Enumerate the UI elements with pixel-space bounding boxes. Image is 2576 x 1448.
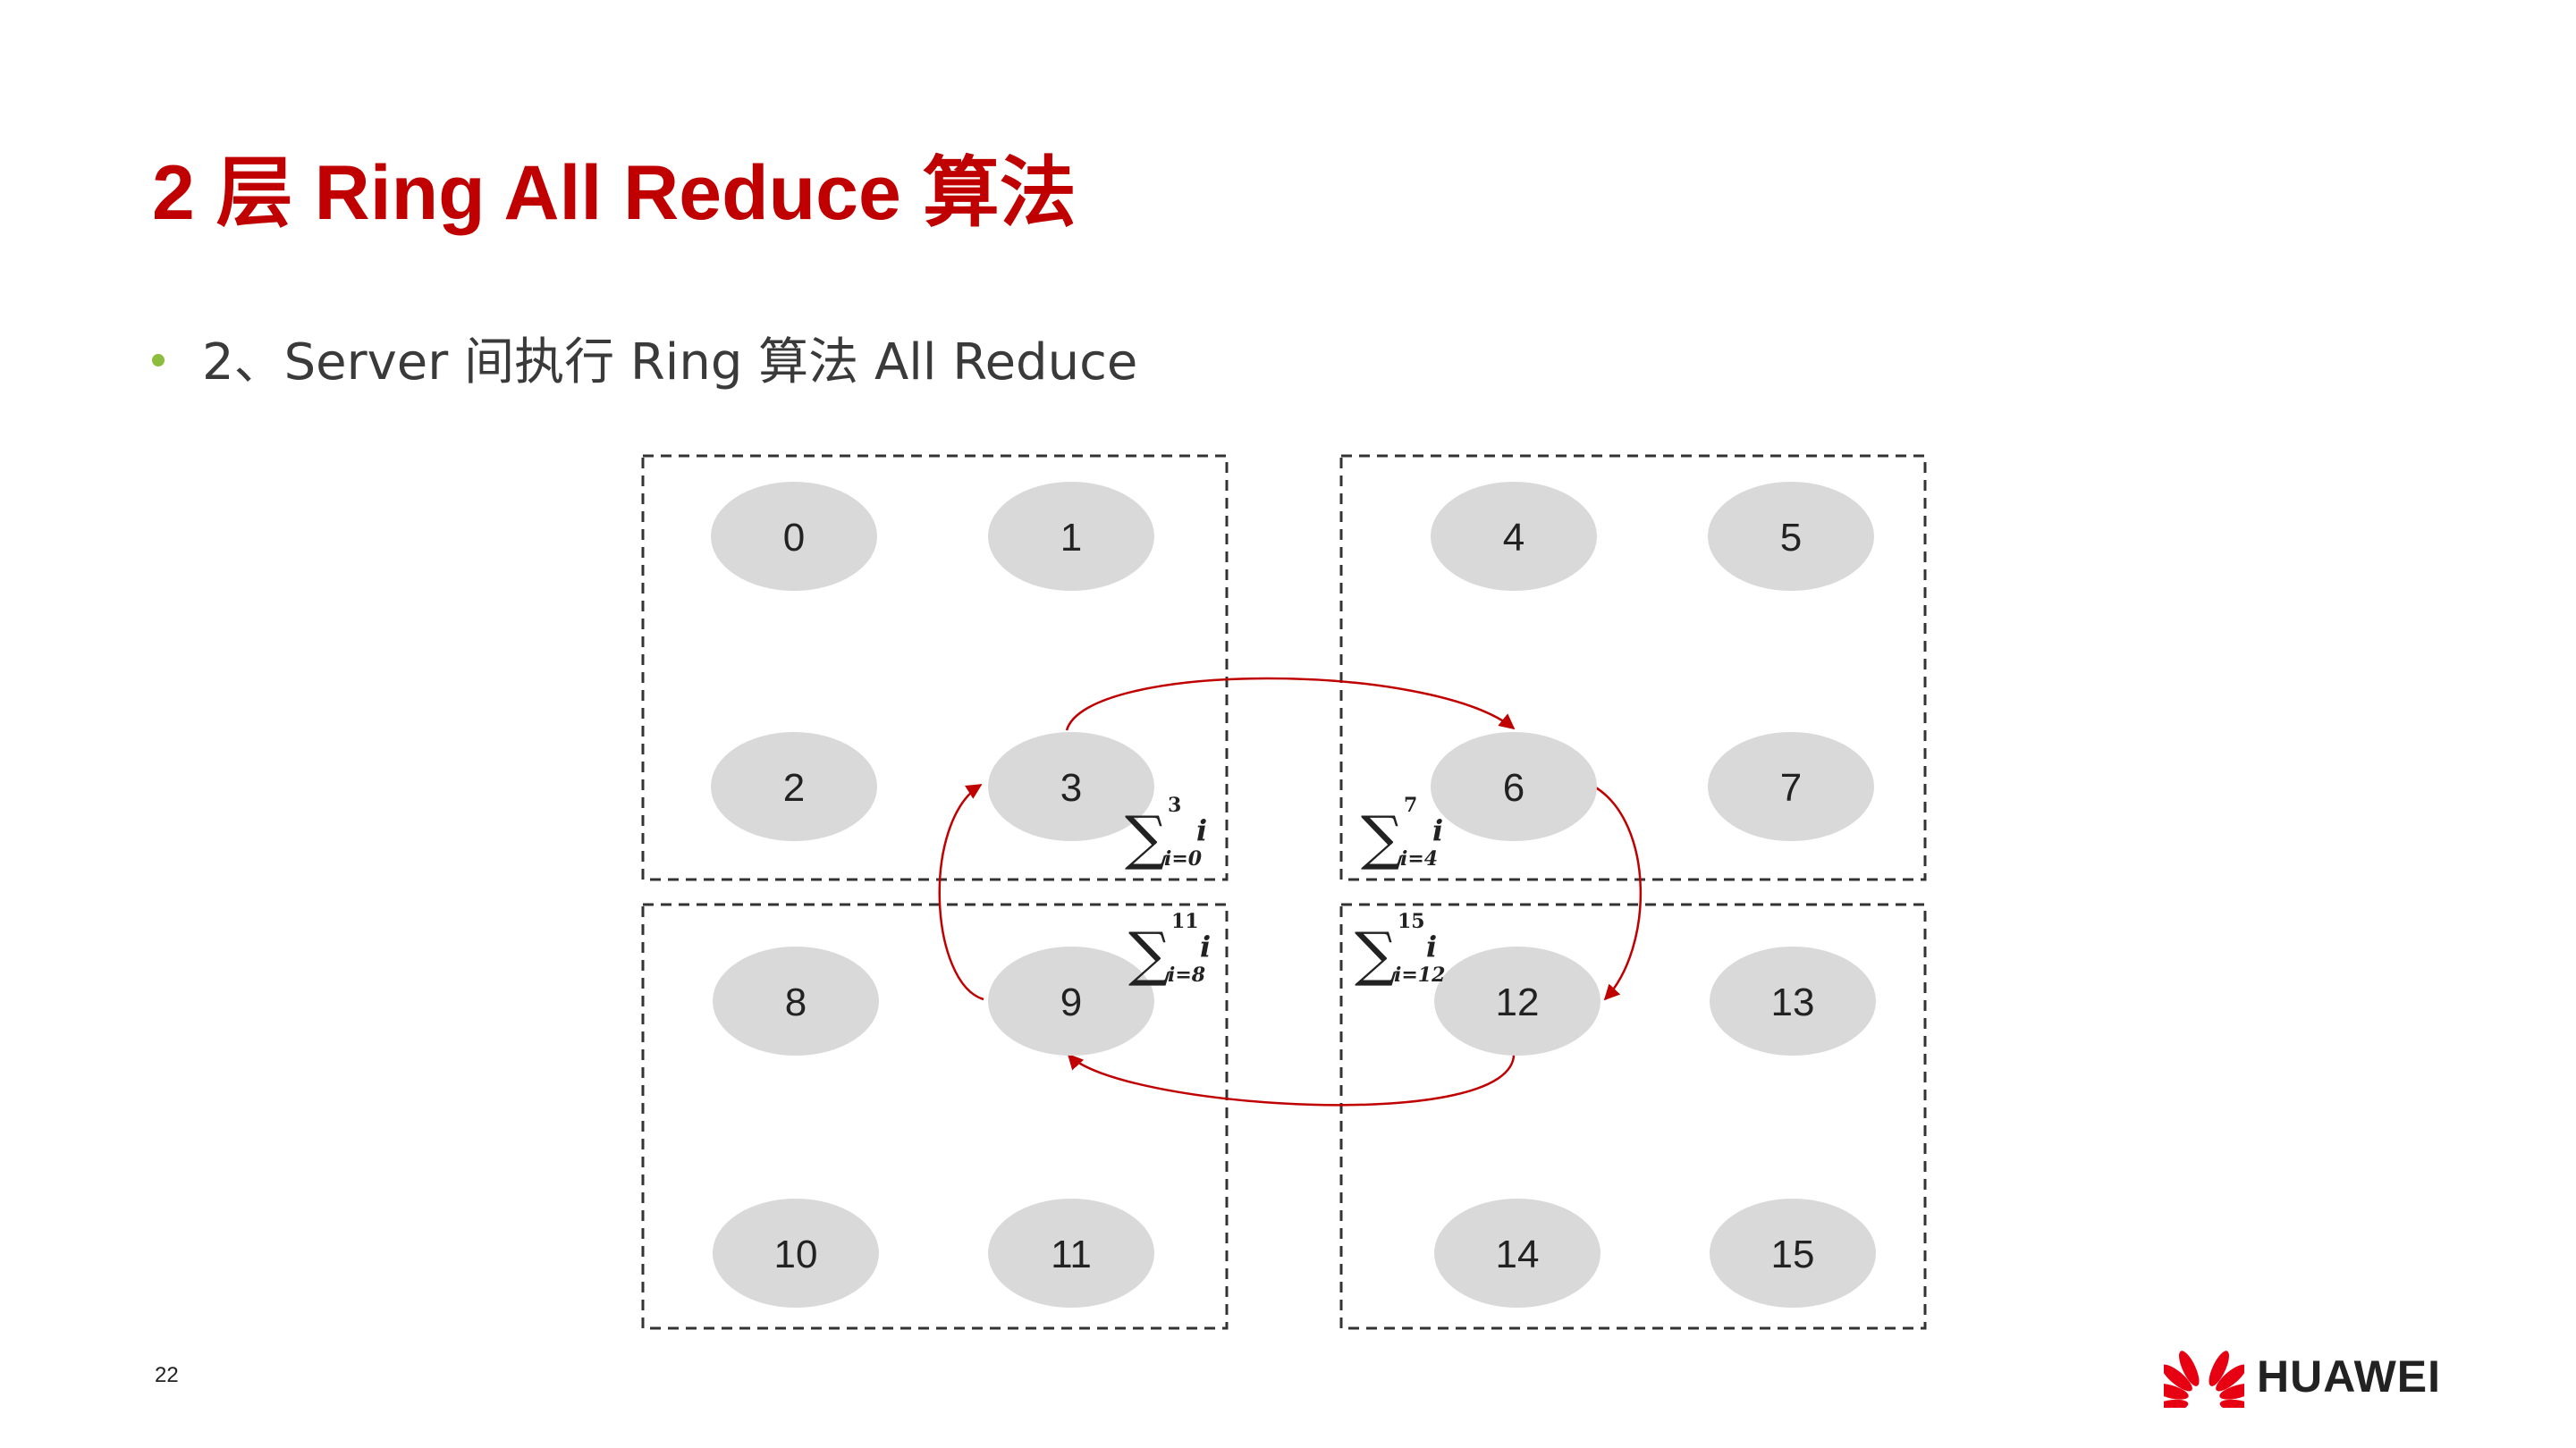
gpu-node-label: 10 — [774, 1233, 818, 1276]
sum-annotation: ∑15 i=12i — [1355, 910, 1445, 989]
gpu-node-ellipse — [713, 1199, 879, 1308]
gpu-node-ellipse — [713, 947, 879, 1056]
sum-variable: i — [1200, 930, 1211, 964]
logo-petal — [2219, 1383, 2244, 1400]
gpu-node-ellipse — [988, 1199, 1154, 1308]
sum-upper-bound: 15 — [1398, 910, 1425, 933]
gpu-node: 1 — [988, 482, 1154, 591]
sigma-symbol: ∑ — [1355, 920, 1397, 989]
sigma-symbol: ∑ — [1361, 804, 1403, 872]
gpu-node-ellipse — [988, 482, 1154, 591]
gpu-node-label: 13 — [1771, 981, 1815, 1024]
gpu-node-ellipse — [1434, 947, 1600, 1056]
gpu-node: 15 — [1710, 1199, 1876, 1308]
ring-arrow-12-to-9 — [1067, 1051, 1516, 1107]
slide-title: 2 层 Ring All Reduce 算法 — [152, 150, 1077, 236]
sum-upper-bound: 11 — [1171, 910, 1199, 933]
sum-lower-bound: i=12 — [1394, 964, 1445, 987]
gpu-node: 8 — [713, 947, 879, 1056]
huawei-petal-logo-icon — [2164, 1351, 2244, 1408]
page-number: 22 — [155, 1363, 179, 1387]
ring-arrow-3-to-6 — [1065, 677, 1516, 731]
gpu-node-label: 4 — [1503, 516, 1524, 560]
sum-lower-bound: i=4 — [1400, 847, 1438, 871]
sigma-symbol: ∑ — [1128, 920, 1170, 989]
bullet-text: 2、Server 间执行 Ring 算法 All Reduce — [202, 333, 1138, 391]
server-box-0 — [641, 454, 1229, 881]
gpu-node-ellipse — [1431, 732, 1597, 841]
logo-petal — [2219, 1399, 2244, 1408]
gpu-node-ellipse — [711, 732, 877, 841]
logo-petal — [2164, 1364, 2192, 1392]
gpu-node: 9 — [988, 947, 1154, 1056]
gpu-node: 10 — [713, 1199, 879, 1308]
brand: HUAWEI — [2164, 1341, 2441, 1412]
gpu-node: 13 — [1710, 947, 1876, 1056]
gpu-node-ellipse — [988, 732, 1154, 841]
sum-variable: i — [1432, 813, 1443, 847]
gpu-node-label: 6 — [1503, 766, 1524, 810]
gpu-node-ellipse — [1434, 1199, 1600, 1308]
gpu-node-label: 15 — [1771, 1233, 1815, 1276]
gpu-node: 3 — [988, 732, 1154, 841]
logo-petal — [2216, 1364, 2244, 1392]
sum-annotation: ∑11 i=8i — [1128, 910, 1211, 989]
gpu-node: 12 — [1434, 947, 1600, 1056]
gpu-node-label: 11 — [1051, 1233, 1092, 1276]
gpu-node: 4 — [1431, 482, 1597, 591]
sum-annotation: ∑7 i=4i — [1361, 794, 1443, 872]
sum-lower-bound: i=8 — [1168, 964, 1205, 987]
sum-lower-bound: i=0 — [1164, 847, 1203, 871]
server-box-3 — [1339, 903, 1927, 1330]
gpu-node-label: 8 — [785, 981, 807, 1024]
gpu-node-ellipse — [1710, 1199, 1876, 1308]
gpu-node-label: 2 — [783, 766, 805, 810]
gpu-node-label: 12 — [1496, 981, 1540, 1024]
sum-upper-bound: 3 — [1168, 794, 1181, 817]
gpu-node: 2 — [711, 732, 877, 841]
logo-petal — [2164, 1383, 2189, 1400]
gpu-node-label: 7 — [1780, 766, 1802, 810]
gpu-node-label: 5 — [1780, 516, 1802, 560]
gpu-node-ellipse — [1708, 732, 1874, 841]
brand-name: HUAWEI — [2257, 1351, 2441, 1402]
gpu-node-label: 9 — [1060, 981, 1082, 1024]
logo-petal — [2164, 1399, 2189, 1408]
gpu-node: 11 — [988, 1199, 1154, 1308]
server-box-1 — [1339, 454, 1927, 881]
ring-arrow-9-to-3 — [938, 783, 984, 1001]
ring-arrow-6-to-12 — [1593, 785, 1642, 1001]
gpu-node: 0 — [711, 482, 877, 591]
logo-petal — [2179, 1351, 2200, 1386]
gpu-node-label: 0 — [783, 516, 805, 560]
sigma-symbol: ∑ — [1125, 804, 1167, 872]
gpu-node-ellipse — [1710, 947, 1876, 1056]
bullet-dot-icon — [152, 353, 165, 366]
gpu-node-label: 3 — [1060, 766, 1082, 810]
sum-variable: i — [1196, 813, 1207, 847]
gpu-node: 14 — [1434, 1199, 1600, 1308]
gpu-node: 7 — [1708, 732, 1874, 841]
bullet-item: 2、Server 间执行 Ring 算法 All Reduce — [152, 322, 1137, 394]
gpu-node-ellipse — [1431, 482, 1597, 591]
gpu-node-label: 1 — [1060, 516, 1082, 560]
logo-petal — [2209, 1351, 2229, 1386]
server-box-2 — [641, 903, 1229, 1330]
gpu-node-label: 14 — [1496, 1233, 1540, 1276]
sum-upper-bound: 7 — [1404, 794, 1417, 817]
sum-variable: i — [1426, 930, 1437, 964]
gpu-node: 5 — [1708, 482, 1874, 591]
sum-annotation: ∑3 i=0i — [1125, 794, 1207, 872]
gpu-node-ellipse — [1708, 482, 1874, 591]
gpu-node-ellipse — [711, 482, 877, 591]
gpu-node-ellipse — [988, 947, 1154, 1056]
gpu-node: 6 — [1431, 732, 1597, 841]
